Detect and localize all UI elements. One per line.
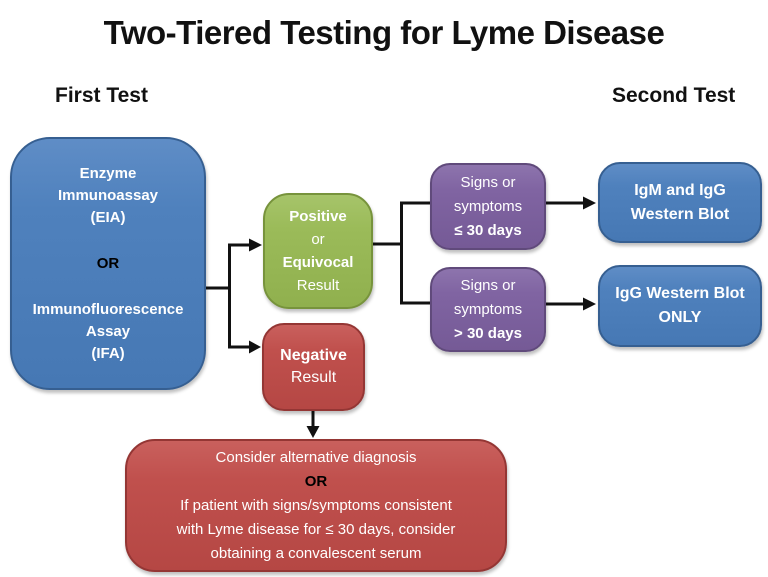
early-symptoms-line: Signs or <box>460 173 516 191</box>
late-symptoms-line: > 30 days <box>454 324 522 342</box>
page-title: Two-Tiered Testing for Lyme Disease <box>103 14 665 51</box>
box-alternative-diagnosis: Consider alternative diagnosis OR If pat… <box>125 439 507 572</box>
arrow-eia-to-positive-icon <box>229 238 262 252</box>
positive-line: Result <box>296 277 340 294</box>
alternative-line: obtaining a convalescent serum <box>210 544 422 562</box>
igg-only-line: IgG Western Blot <box>615 285 745 302</box>
eia-line: Immunoassay <box>57 186 159 204</box>
igg-only-line: ONLY <box>658 309 702 326</box>
igm-igg-line: IgM and IgG <box>634 181 726 199</box>
second-test-label: Second Test <box>612 84 736 107</box>
eia-line: Assay <box>85 322 131 340</box>
box-igm-igg-western-blot: IgM and IgG Western Blot <box>598 162 762 243</box>
early-symptoms-line: symptoms <box>453 197 523 215</box>
positive-line: or <box>311 231 325 248</box>
box-positive-result: Positive or Equivocal Result <box>263 193 373 309</box>
late-symptoms-line: Signs or <box>460 276 516 294</box>
negative-line: Result <box>290 369 337 386</box>
igm-igg-line: Western Blot <box>630 205 730 223</box>
box-eia-ifa: Enzyme Immunoassay (EIA) OR Immunofluore… <box>10 137 206 390</box>
eia-line: Immunofluorescence <box>32 300 184 318</box>
box-signs-symptoms-30-or-less: Signs or symptoms ≤ 30 days <box>430 163 546 250</box>
box-igg-western-blot-only: IgG Western Blot ONLY <box>598 265 762 347</box>
arrow-negative-to-alternative-icon <box>306 411 320 438</box>
box-negative-result: Negative Result <box>262 323 365 411</box>
alternative-or-label: OR <box>304 472 328 490</box>
positive-line: Positive <box>289 208 347 225</box>
connector-eia-branch <box>205 243 231 349</box>
eia-or-label: OR <box>96 254 120 272</box>
arrow-late-to-igg-only-icon <box>546 297 596 311</box>
eia-line: (IFA) <box>91 344 125 362</box>
first-test-label: First Test <box>55 84 148 107</box>
negative-line: Negative <box>280 347 347 364</box>
connector-positive-branch <box>372 201 430 305</box>
early-symptoms-line: ≤ 30 days <box>454 221 522 239</box>
eia-line: (EIA) <box>90 208 126 226</box>
late-symptoms-line: symptoms <box>453 300 523 318</box>
positive-line: Equivocal <box>282 254 354 271</box>
alternative-line: with Lyme disease for ≤ 30 days, conside… <box>176 520 456 538</box>
alternative-line: If patient with signs/symptoms consisten… <box>180 496 452 514</box>
arrow-early-to-igm-igg-icon <box>546 196 596 210</box>
arrow-eia-to-negative-icon <box>229 340 261 354</box>
alternative-line: Consider alternative diagnosis <box>215 448 417 466</box>
box-signs-symptoms-over-30: Signs or symptoms > 30 days <box>430 267 546 352</box>
eia-line: Enzyme <box>79 164 137 182</box>
